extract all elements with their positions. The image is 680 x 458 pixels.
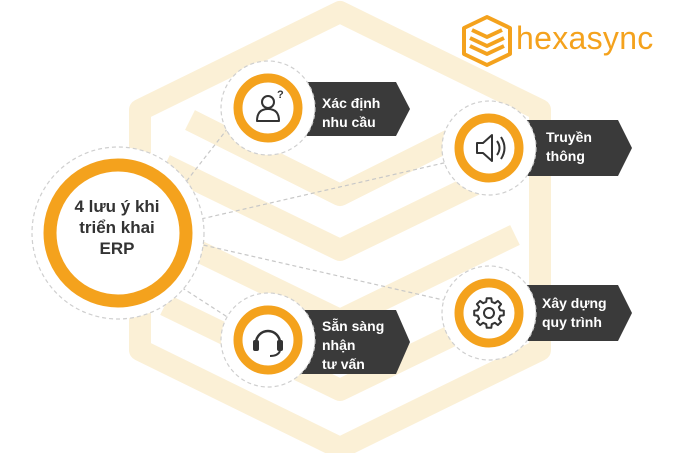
person-question-icon: ? [256, 89, 284, 122]
layered-hexagon-logo-icon [462, 15, 512, 67]
center-node [31, 146, 205, 320]
item-label-line: nhu cầu [322, 114, 376, 130]
connector-lines [169, 127, 453, 321]
speaker-icon [476, 134, 506, 162]
item-label-line: Truyền [546, 129, 592, 145]
item-node-truyen-thong [441, 100, 632, 196]
item-label-line: thông [546, 148, 585, 164]
gear-icon [473, 297, 505, 329]
item-label-line: Xây dựng [542, 295, 607, 311]
center-title-line: triển khai [79, 218, 155, 237]
item-orange-ring [454, 113, 524, 183]
center-orange-ring [43, 158, 193, 308]
item-orange-ring [454, 278, 524, 348]
item-nodes: ? [220, 60, 632, 388]
item-orange-ring [233, 305, 303, 375]
item-node-xac-dinh: ? [220, 60, 410, 156]
item-label-line: Sẵn sàng [322, 318, 385, 334]
connector-line [187, 161, 449, 223]
item-node-san-sang [220, 292, 410, 388]
watermark-hexagon [129, 1, 551, 458]
svg-text:?: ? [277, 89, 284, 101]
item-label-line: quy trình [542, 314, 602, 330]
item-node-xay-dung [441, 265, 632, 361]
item-banner [520, 120, 632, 176]
item-label-line: nhận [322, 337, 356, 353]
item-label-xac-dinh: Xác định nhu cầu [322, 94, 380, 132]
item-banner [520, 285, 632, 341]
item-label-truyen-thong: Truyền thông [546, 128, 592, 166]
item-banner [300, 310, 410, 374]
center-title-line: 4 lưu ý khi [74, 197, 160, 216]
brand: hexasync [516, 10, 654, 66]
center-title: 4 lưu ý khi triển khai ERP [54, 196, 180, 259]
item-label-line: Xác định [322, 95, 381, 111]
item-label-san-sang: Sẵn sàng nhận tư vấn [322, 317, 384, 374]
connector-line [169, 279, 233, 321]
headset-icon [253, 329, 283, 357]
item-banner [300, 82, 410, 136]
brand-name: hexasync [516, 19, 654, 56]
watermark-layer-1 [160, 155, 520, 261]
center-title-line: ERP [99, 239, 135, 258]
item-label-xay-dung: Xây dựng quy trình [542, 294, 607, 332]
item-label-line: tư vấn [322, 356, 365, 372]
connector-line [189, 241, 453, 303]
